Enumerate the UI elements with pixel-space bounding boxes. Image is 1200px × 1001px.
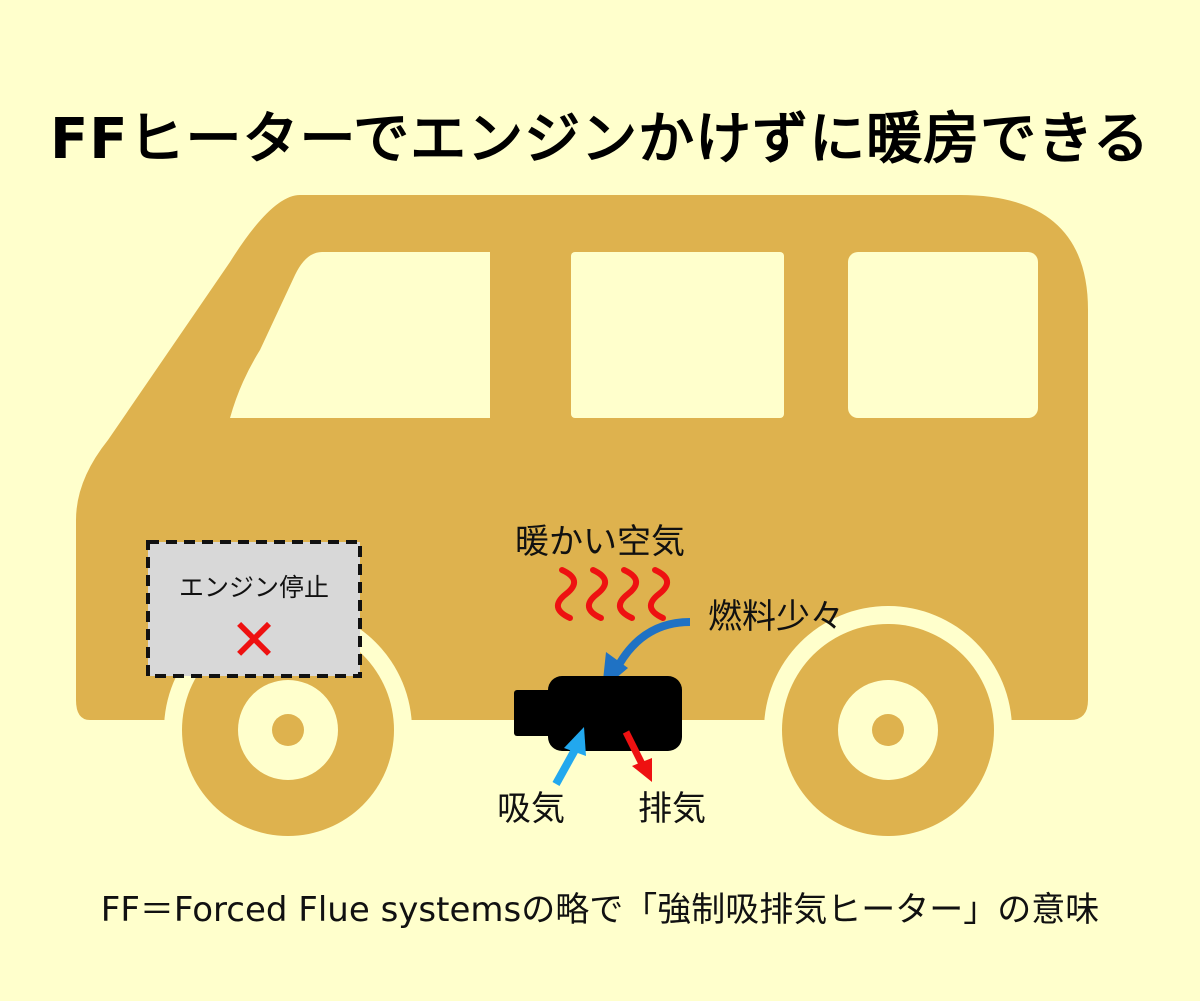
rear-wheel-center — [872, 714, 904, 746]
footnote: FF＝Forced Flue systemsの略で「強制吸排気ヒーター」の意味 — [100, 890, 1100, 930]
middle-window — [571, 252, 784, 418]
heat-waves-icon — [555, 567, 670, 621]
fuel-arrow-icon — [611, 618, 691, 674]
intake-arrowhead — [564, 727, 586, 756]
intake-label: 吸気 — [497, 789, 565, 829]
engine-stopped-box — [146, 540, 362, 678]
stop-mark: ✕ — [230, 606, 279, 674]
exhaust-arrowhead — [632, 758, 652, 782]
exhaust-label: 排気 — [638, 789, 706, 829]
engine-stopped-label: エンジン停止 — [179, 573, 329, 602]
warm-air-label: 暖かい空気 — [515, 522, 685, 562]
front-window — [230, 252, 490, 418]
exhaust-arrow-icon — [622, 730, 646, 766]
intake-arrow-icon — [552, 746, 580, 786]
fuel-label: 燃料少々 — [708, 597, 844, 637]
page-title: FFヒーターでエンジンかけずに暖房できる — [49, 107, 1151, 172]
front-wheel-center — [272, 714, 304, 746]
rear-window — [848, 252, 1038, 418]
